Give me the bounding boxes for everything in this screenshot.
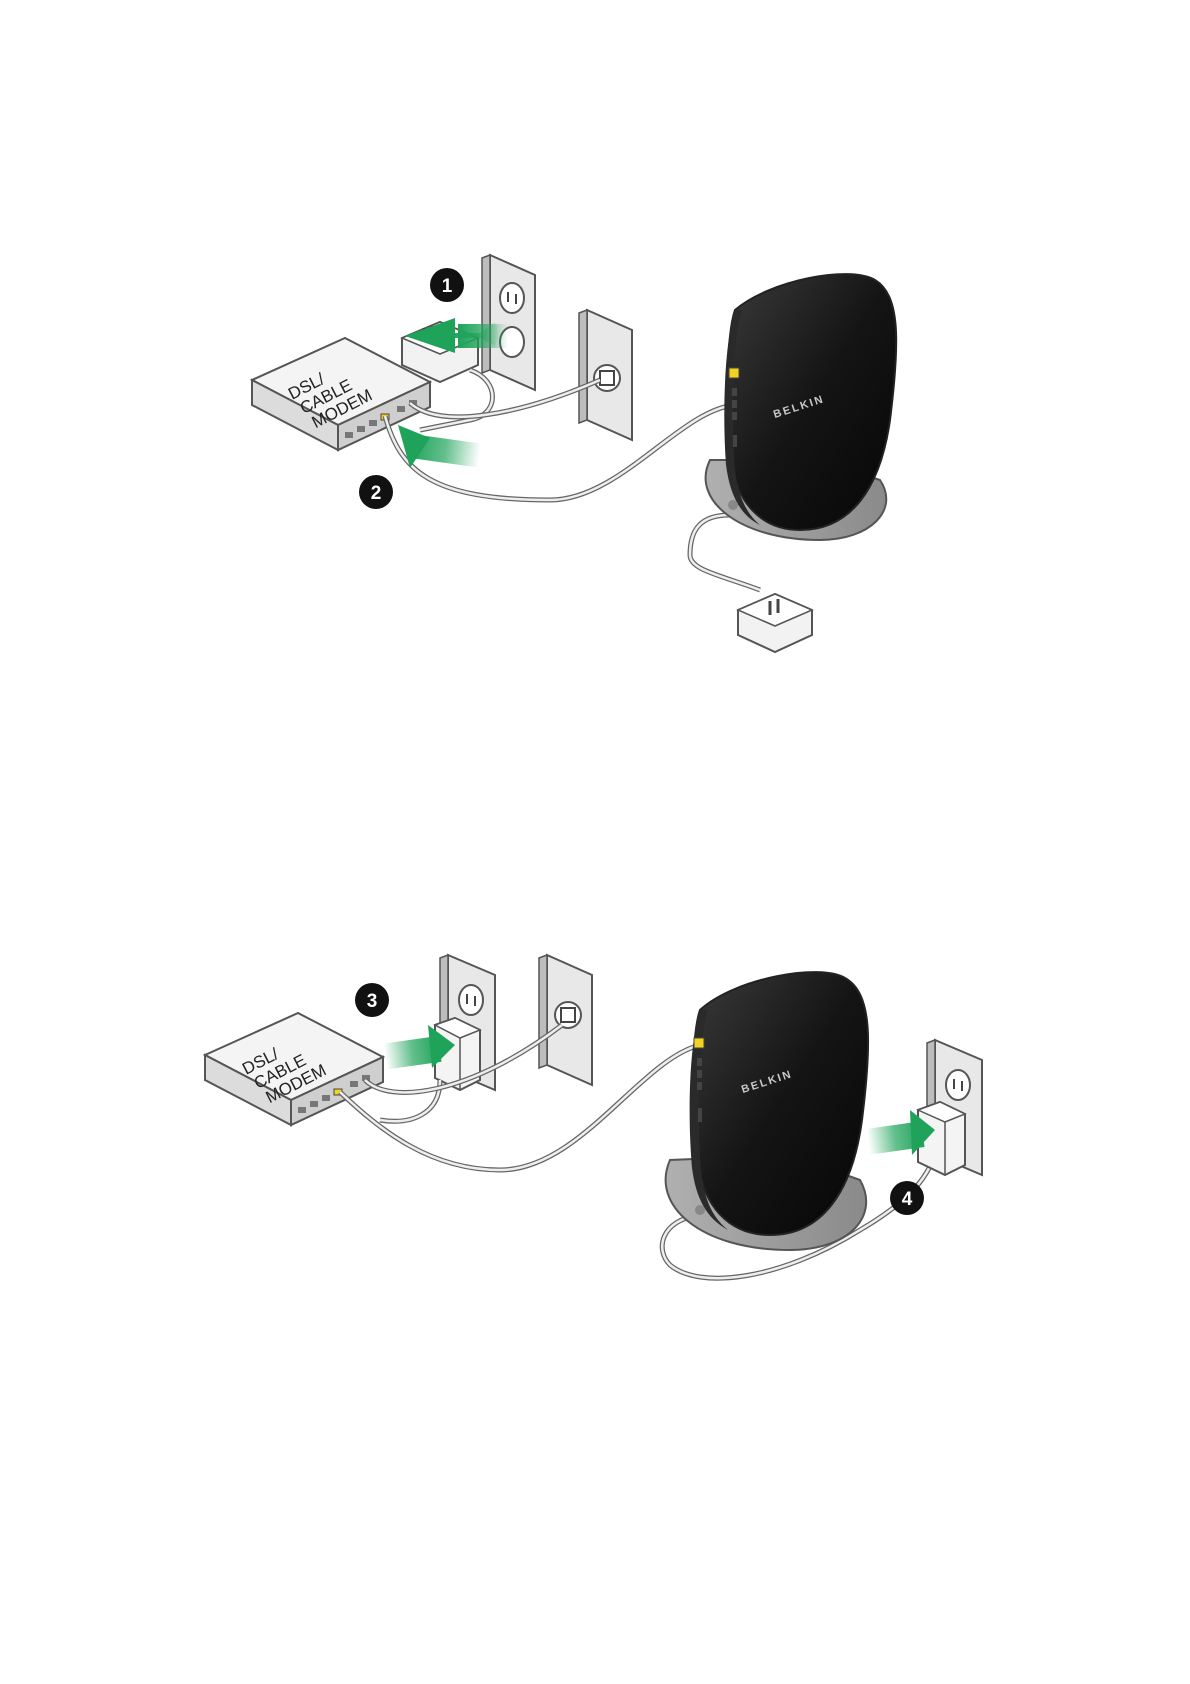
router-icon: BELKIN xyxy=(666,972,869,1250)
setup-illustration-svg: 3 DSL/ CABLE MODEM xyxy=(0,930,1190,1360)
setup-illustration-step-1-2: 1 DSL/ CABLE MODEM xyxy=(0,230,1190,670)
power-adapter-icon xyxy=(738,594,812,652)
router-icon: BELKIN xyxy=(706,274,897,540)
setup-illustration-svg: 1 DSL/ CABLE MODEM xyxy=(0,230,1190,670)
step-badge-icon: 1 xyxy=(430,268,464,302)
step-number: 4 xyxy=(902,1189,913,1210)
step-number: 2 xyxy=(371,483,382,504)
green-arrow-icon xyxy=(398,425,481,468)
step-number: 3 xyxy=(367,991,378,1012)
step-number: 1 xyxy=(442,276,453,297)
wall-outlet-icon xyxy=(482,255,535,390)
phone-jack-icon xyxy=(539,955,592,1085)
step-badge-icon: 3 xyxy=(355,983,389,1017)
step-badge-icon: 4 xyxy=(890,1181,924,1215)
step-badge-icon: 2 xyxy=(359,475,393,509)
cables xyxy=(385,380,760,590)
phone-jack-icon xyxy=(579,310,632,440)
setup-illustration-step-3-4: 3 DSL/ CABLE MODEM xyxy=(0,930,1190,1360)
